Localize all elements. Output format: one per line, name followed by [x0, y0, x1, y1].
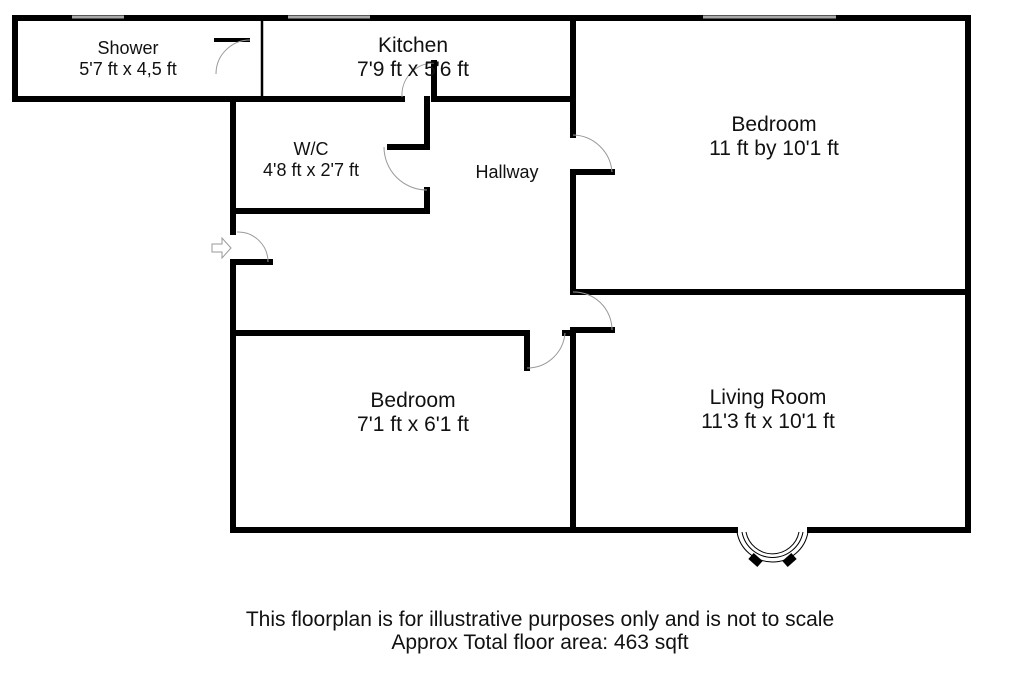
bay-window: [736, 531, 809, 567]
room-size: 11'3 ft x 10'1 ft: [701, 410, 835, 434]
entrance-arrow-icon: [211, 236, 232, 260]
footer: This floorplan is for illustrative purpo…: [246, 608, 834, 654]
room-size: 4'8 ft x 2'7 ft: [263, 159, 359, 180]
room-label-wc: W/C 4'8 ft x 2'7 ft: [263, 139, 359, 180]
room-name: Bedroom: [370, 389, 456, 412]
room-label-living-room: Living Room 11'3 ft x 10'1 ft: [701, 386, 835, 434]
room-name: Hallway: [475, 162, 539, 182]
room-label-kitchen: Kitchen 7'9 ft x 5'6 ft: [357, 34, 469, 82]
door-swings: [215, 39, 613, 369]
interior-partitions: [214, 18, 264, 99]
disclaimer: This floorplan is for illustrative purpo…: [245, 608, 835, 631]
room-name: Living Room: [709, 386, 827, 409]
room-name: Shower: [97, 38, 159, 58]
room-size: 7'1 ft x 6'1 ft: [357, 413, 469, 437]
room-label-hallway: Hallway: [475, 162, 538, 183]
walls: [12, 15, 971, 533]
room-label-bedroom-1: Bedroom 11 ft by 10'1 ft: [709, 113, 839, 161]
room-label-bedroom-2: Bedroom 7'1 ft x 6'1 ft: [357, 389, 469, 437]
total-area: Approx Total floor area: 463 sqft: [391, 631, 689, 655]
room-name: Bedroom: [731, 113, 817, 136]
room-size: 5'7 ft x 4,5 ft: [79, 58, 177, 79]
room-name: Kitchen: [377, 34, 449, 57]
room-label-shower: Shower 5'7 ft x 4,5 ft: [79, 38, 177, 79]
room-name: W/C: [293, 139, 329, 159]
room-size: 11 ft by 10'1 ft: [709, 137, 839, 161]
room-size: 7'9 ft x 5'6 ft: [357, 58, 469, 82]
